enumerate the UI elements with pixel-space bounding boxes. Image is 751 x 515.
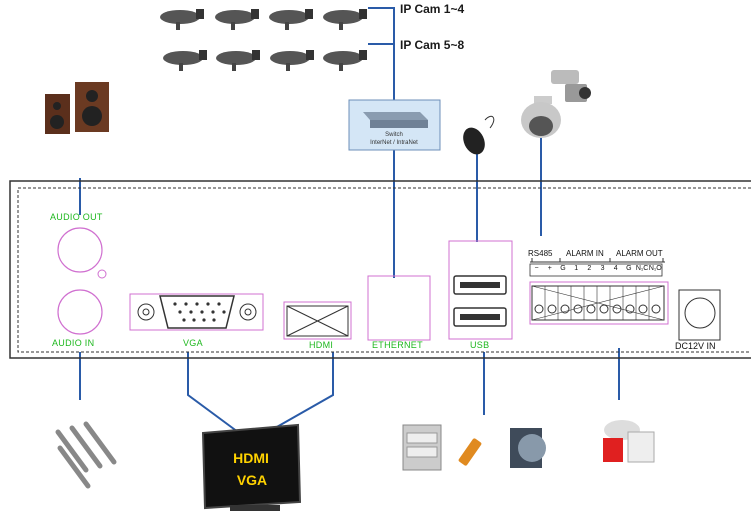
alarm-siren-icon — [603, 420, 655, 463]
terminal-block — [529, 258, 669, 325]
pin-label: − — [534, 265, 539, 272]
audio-out-jack — [57, 227, 103, 273]
ip-cameras — [160, 9, 367, 71]
pin-label: + — [547, 265, 552, 272]
hdmi-label: HDMI — [309, 340, 334, 350]
rear-panel-inner — [17, 187, 751, 353]
bullet-camera-icon — [216, 50, 260, 71]
ethernet-port — [367, 275, 431, 341]
audio-in-jack — [57, 289, 103, 335]
bullet-camera-icon — [270, 50, 314, 71]
vga-tv-line — [187, 352, 239, 433]
storage-icon — [402, 424, 442, 471]
terminal-pin-labels: − + G 1 2 3 4 G N₁C N₁O — [530, 265, 662, 277]
pin-label: G — [626, 265, 632, 272]
microphone-icon — [55, 421, 117, 489]
pin-label: 2 — [587, 265, 592, 272]
monitor-icon — [201, 423, 302, 511]
pin-label: N₁C — [635, 265, 649, 272]
monitor-text-vga: VGA — [236, 472, 268, 488]
bullet-camera-icon — [163, 50, 207, 71]
audio-out-label: AUDIO OUT — [50, 212, 103, 222]
alarm-out-label: ALARM OUT — [616, 249, 663, 258]
rear-panel — [9, 180, 751, 359]
ip-cam-group-2-label: IP Cam 5~8 — [400, 38, 465, 52]
dc-input-label: DC12V IN — [675, 341, 716, 351]
usb-drive-icon — [458, 438, 482, 466]
bullet-camera-icon — [269, 9, 313, 30]
bullet-camera-icon — [160, 9, 204, 30]
usb-label: USB — [470, 340, 490, 350]
pin-label: N₁O — [648, 265, 662, 272]
hard-drive-icon — [510, 428, 546, 468]
speaker-icon — [45, 82, 109, 134]
mouse-icon — [463, 115, 495, 155]
ethernet-label: ETHERNET — [372, 340, 423, 350]
vga-port — [129, 293, 264, 331]
hdmi-tv-line — [267, 352, 334, 433]
network-switch-icon — [348, 99, 441, 151]
audio-in-label: AUDIO IN — [52, 338, 95, 348]
monitor-text-hdmi: HDMI — [233, 450, 269, 466]
ptz-dome-camera-icon — [521, 70, 591, 138]
bullet-camera-icon — [323, 50, 367, 71]
ip-cam-group-1-label: IP Cam 1~4 — [400, 2, 465, 16]
bullet-camera-icon — [323, 9, 367, 30]
switch-label-line2: InterNet / IntraNet — [370, 140, 418, 146]
vga-label: VGA — [183, 338, 203, 348]
bullet-camera-icon — [215, 9, 259, 30]
pin-label: 3 — [600, 265, 605, 272]
jack-screw — [97, 269, 107, 279]
cam-line-1 — [368, 7, 395, 100]
hdmi-port — [283, 301, 352, 340]
pin-label: 1 — [574, 265, 579, 272]
switch-label: Switch InterNet / IntraNet — [349, 131, 439, 147]
alarm-in-label: ALARM IN — [566, 249, 604, 258]
pin-label: G — [560, 265, 566, 272]
dc-power-jack — [678, 289, 721, 341]
connection-lines — [79, 7, 620, 433]
usb-ports — [448, 240, 513, 340]
pin-label: 4 — [613, 265, 618, 272]
rs485-label: RS485 — [528, 249, 553, 258]
switch-label-line1: Switch — [385, 132, 403, 138]
